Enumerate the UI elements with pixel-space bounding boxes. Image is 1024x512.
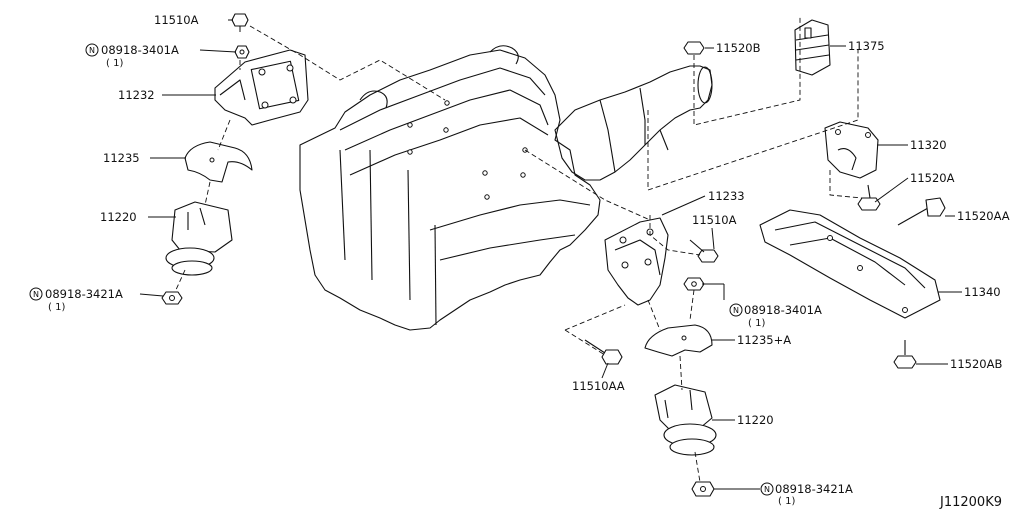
nut-08918-3421A-right [691, 481, 715, 497]
callout-label: 08918-3401A [744, 303, 822, 317]
insulator-11220-right [654, 384, 717, 456]
callout-label: 11510A [692, 213, 737, 227]
engine-assembly [299, 45, 601, 331]
callout-label: 11520AB [950, 357, 1002, 371]
callout-label: 08918-3421A [45, 287, 123, 301]
assembly-dashed-lines [174, 15, 863, 483]
part-labels: 11510A 08918-3401A ( 1) 11232 11235 1122… [45, 13, 1010, 510]
nut-08918-3401A-left [234, 45, 250, 59]
callout-label: 11235+A [737, 333, 791, 347]
callout-label: 11510A [154, 13, 199, 27]
n-marker-icon: N [729, 303, 743, 317]
callout-label: 11510AA [572, 379, 625, 393]
callout-label: 11220 [737, 413, 774, 427]
n-marker-icon: N [85, 43, 99, 57]
nut-08918-3401A-right [683, 277, 705, 291]
insulator-11220-left [165, 201, 233, 276]
n-marker-icon: N [29, 287, 43, 301]
n-marker-icon: N [760, 482, 774, 496]
heat-shield-11235-A [644, 324, 713, 357]
callout-quantity: ( 1) [778, 496, 795, 507]
callout-label: 11375 [848, 39, 885, 53]
damper-11375 [794, 19, 831, 76]
bolt-11520AB [893, 340, 917, 369]
leader-lines [139, 19, 962, 490]
callout-label: 11520B [716, 41, 761, 55]
callout-label: 11220 [100, 210, 137, 224]
bracket-11320 [824, 121, 879, 179]
callout-quantity: ( 1) [48, 302, 65, 313]
callout-quantity: ( 1) [748, 318, 765, 329]
svg-text:N: N [33, 290, 39, 299]
svg-text:N: N [733, 306, 739, 315]
bolt-11520A [857, 184, 881, 211]
svg-text:N: N [89, 46, 95, 55]
crossmember-11340 [759, 209, 941, 319]
bracket-11232 [214, 49, 309, 126]
svg-text:N: N [764, 485, 770, 494]
callout-quantity: ( 1) [106, 58, 123, 69]
callout-label: 11340 [964, 285, 1001, 299]
bolt-11520AA [897, 197, 946, 226]
callout-label: 11320 [910, 138, 947, 152]
transmission-assembly [554, 65, 713, 181]
bolt-11520B [683, 41, 705, 55]
bolt-11510AA [584, 339, 623, 365]
bracket-11233 [604, 217, 669, 306]
callout-label: 11520AA [957, 209, 1010, 223]
callout-label: 11233 [708, 189, 745, 203]
diagram-reference-code: J11200K9 [939, 495, 1002, 510]
callout-label: 08918-3401A [101, 43, 179, 57]
bolt-11510A-right [689, 239, 719, 263]
nut-08918-3421A-left [161, 291, 183, 305]
callout-label: 11235 [103, 151, 140, 165]
callout-label: 11232 [118, 88, 155, 102]
heat-shield-11235 [184, 141, 253, 183]
callout-label: 08918-3421A [775, 482, 853, 496]
callout-label: 11520A [910, 171, 955, 185]
bolt-11510A-left [231, 13, 249, 32]
